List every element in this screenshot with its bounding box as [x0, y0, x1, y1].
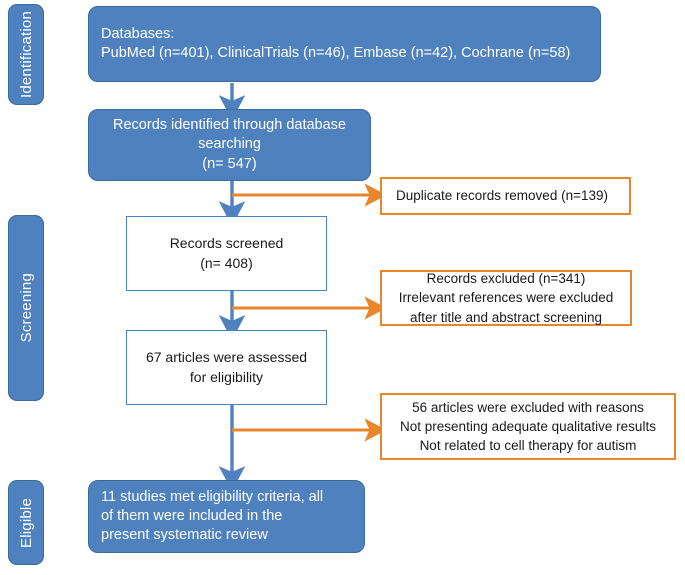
node-articles-excluded-line-2: Not presenting adequate qualitative resu…	[400, 418, 656, 434]
stage-tab-identification-label: Identification	[17, 10, 35, 99]
node-articles-excluded-line-1: 56 articles were excluded with reasons	[412, 399, 644, 415]
node-databases-line-1: Databases:	[101, 25, 175, 42]
node-records-excluded-line-1: Records excluded (n=341)	[426, 271, 586, 287]
stage-tab-eligible-label: Eligible	[17, 497, 35, 548]
node-records-identified-line-1: Records identified through database	[113, 117, 346, 134]
stage-tab-eligible: Eligible	[8, 480, 44, 565]
node-records-screened: Records screened (n= 408)	[126, 216, 327, 291]
node-databases: Databases: PubMed (n=401), ClinicalTrial…	[88, 6, 601, 82]
node-included-studies-line-3: present systematic review	[101, 527, 268, 544]
node-records-identified-line-3: (n= 547)	[202, 155, 257, 172]
node-databases-line-2: PubMed (n=401), ClinicalTrials (n=46), E…	[101, 45, 571, 61]
node-records-excluded-line-3: after title and abstract screening	[409, 309, 603, 325]
node-included-studies: 11 studies met eligibility criteria, all…	[88, 480, 365, 553]
node-assessed-eligibility: 67 articles were assessed for eligibilit…	[126, 330, 327, 405]
node-included-studies-line-2: of them were included in the	[101, 507, 283, 524]
node-records-screened-line-2: (n= 408)	[200, 254, 253, 271]
node-records-identified-line-2: searching	[198, 136, 261, 153]
node-assessed-eligibility-line-2: for eligibility	[189, 368, 264, 385]
stage-tab-identification: Identification	[8, 4, 44, 105]
stage-tab-screening-label: Screening	[17, 273, 35, 343]
node-duplicates-removed: Duplicate records removed (n=139)	[380, 177, 631, 215]
node-duplicates-removed-line-1: Duplicate records removed (n=139)	[396, 188, 608, 204]
node-records-screened-line-1: Records screened	[169, 235, 284, 252]
stage-tab-screening: Screening	[8, 215, 44, 401]
node-assessed-eligibility-line-1: 67 articles were assessed	[145, 349, 308, 366]
node-included-studies-line-1: 11 studies met eligibility criteria, all	[101, 488, 324, 505]
node-records-excluded-line-2: Irrelevant references were excluded	[398, 290, 614, 306]
node-articles-excluded-line-3: Not related to cell therapy for autism	[419, 438, 637, 454]
node-records-identified: Records identified through database sear…	[88, 109, 371, 181]
node-articles-excluded: 56 articles were excluded with reasons N…	[380, 393, 676, 460]
node-records-excluded: Records excluded (n=341) Irrelevant refe…	[380, 270, 632, 326]
